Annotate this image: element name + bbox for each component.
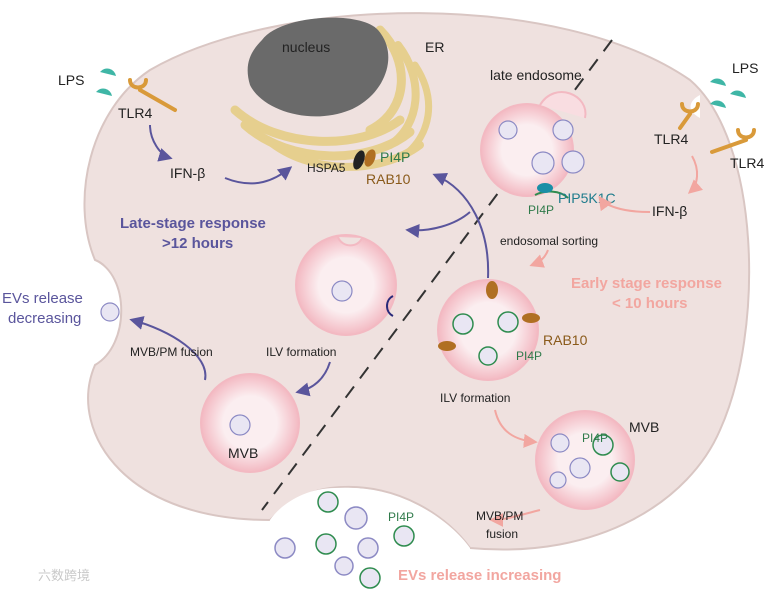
arrow-tlr4-ifnb-right: [687, 155, 704, 194]
arrow-er-from-mid: [432, 172, 490, 279]
pi4p-ev-label: PI4P: [388, 510, 414, 524]
arrow-mvb-to-pm-right: [489, 509, 541, 527]
ilv-formation-right-label: ILV formation: [440, 391, 510, 405]
arrow-tlr4-ifnb-left: [149, 124, 173, 162]
vesicle-mid: [437, 279, 540, 381]
ifnb-right-label: IFN-β: [652, 203, 687, 219]
pi4p-endo-label: PI4P: [528, 203, 554, 217]
ilv-formation-left-label: ILV formation: [266, 345, 336, 359]
rab10-icon-top: [364, 149, 376, 167]
nucleus-icon: [247, 17, 389, 117]
arrow-mvb-to-pm-left: [129, 316, 207, 381]
pi4p-mid-label: PI4P: [516, 349, 542, 363]
arrow-sorting-to-ilv: [529, 249, 549, 268]
er-label: ER: [425, 39, 444, 55]
evs-decreasing-line1: EVs release: [2, 290, 83, 307]
mvb-left: [200, 373, 300, 473]
tlr4-right-label-a: TLR4: [654, 131, 688, 147]
arrow-ifnb-to-endosome: [598, 195, 651, 213]
mvb-pm-fusion-right-line2: fusion: [486, 527, 518, 541]
tlr4-left-icon: [128, 78, 177, 112]
mvb-pm-fusion-left-label: MVB/PM fusion: [130, 345, 213, 359]
late-endosome: [480, 91, 587, 199]
evs-increasing-cluster: [274, 491, 415, 589]
tlr4-right-icon-a: [678, 102, 700, 130]
arrow-ifnb-to-er: [224, 166, 293, 185]
late-endosome-label: late endosome: [490, 67, 582, 83]
nucleus-label: nucleus: [282, 39, 330, 55]
pi4p-label-top: PI4P: [380, 149, 410, 165]
rab10-label-top: RAB10: [366, 171, 411, 187]
arrow-ilv-to-mvb-right: [494, 409, 538, 448]
ifnb-left-label: IFN-β: [170, 165, 205, 181]
early-stage-line2: < 10 hours: [612, 295, 687, 312]
ev-decreasing-vesicle: [100, 302, 120, 322]
watermark-text: 六数跨境: [38, 568, 90, 583]
vesicle-left-ilv: [295, 234, 397, 336]
tlr4-left-label: TLR4: [118, 105, 152, 121]
er-icon: [230, 25, 432, 171]
evs-decreasing-line2: decreasing: [8, 310, 81, 327]
early-stage-line1: Early stage response: [571, 275, 722, 292]
rab10-mid-label: RAB10: [543, 332, 588, 348]
lps-left-label: LPS: [58, 72, 84, 88]
mvb-right: [535, 410, 635, 510]
pi4p-mvb-label: PI4P: [582, 431, 608, 445]
lps-left-icon: [96, 68, 116, 96]
mvb-left-label: MVB: [228, 445, 258, 461]
cell-opening-bottom: [250, 487, 470, 592]
tlr4-right-icon-b: [710, 128, 756, 154]
evs-increasing-label: EVs release increasing: [398, 567, 561, 584]
mvb-pm-fusion-right-line1: MVB/PM: [476, 509, 523, 523]
mvb-right-label: MVB: [629, 419, 659, 435]
late-stage-line1: Late-stage response: [120, 215, 266, 232]
pip5k1c-icon: [537, 183, 553, 193]
endosomal-sorting-label: endosomal sorting: [500, 234, 598, 248]
lps-right-label: LPS: [732, 60, 758, 76]
lps-right-icon: [710, 78, 746, 108]
hspa5-icon: [353, 150, 365, 170]
tlr4-right-label-b: TLR4: [730, 155, 764, 171]
late-stage-line2: >12 hours: [162, 235, 233, 252]
arrow-ilv-to-mvb-left: [295, 361, 331, 397]
arrow-mid-to-left-vesicle: [405, 211, 471, 238]
hspa5-label: HSPA5: [307, 161, 346, 175]
